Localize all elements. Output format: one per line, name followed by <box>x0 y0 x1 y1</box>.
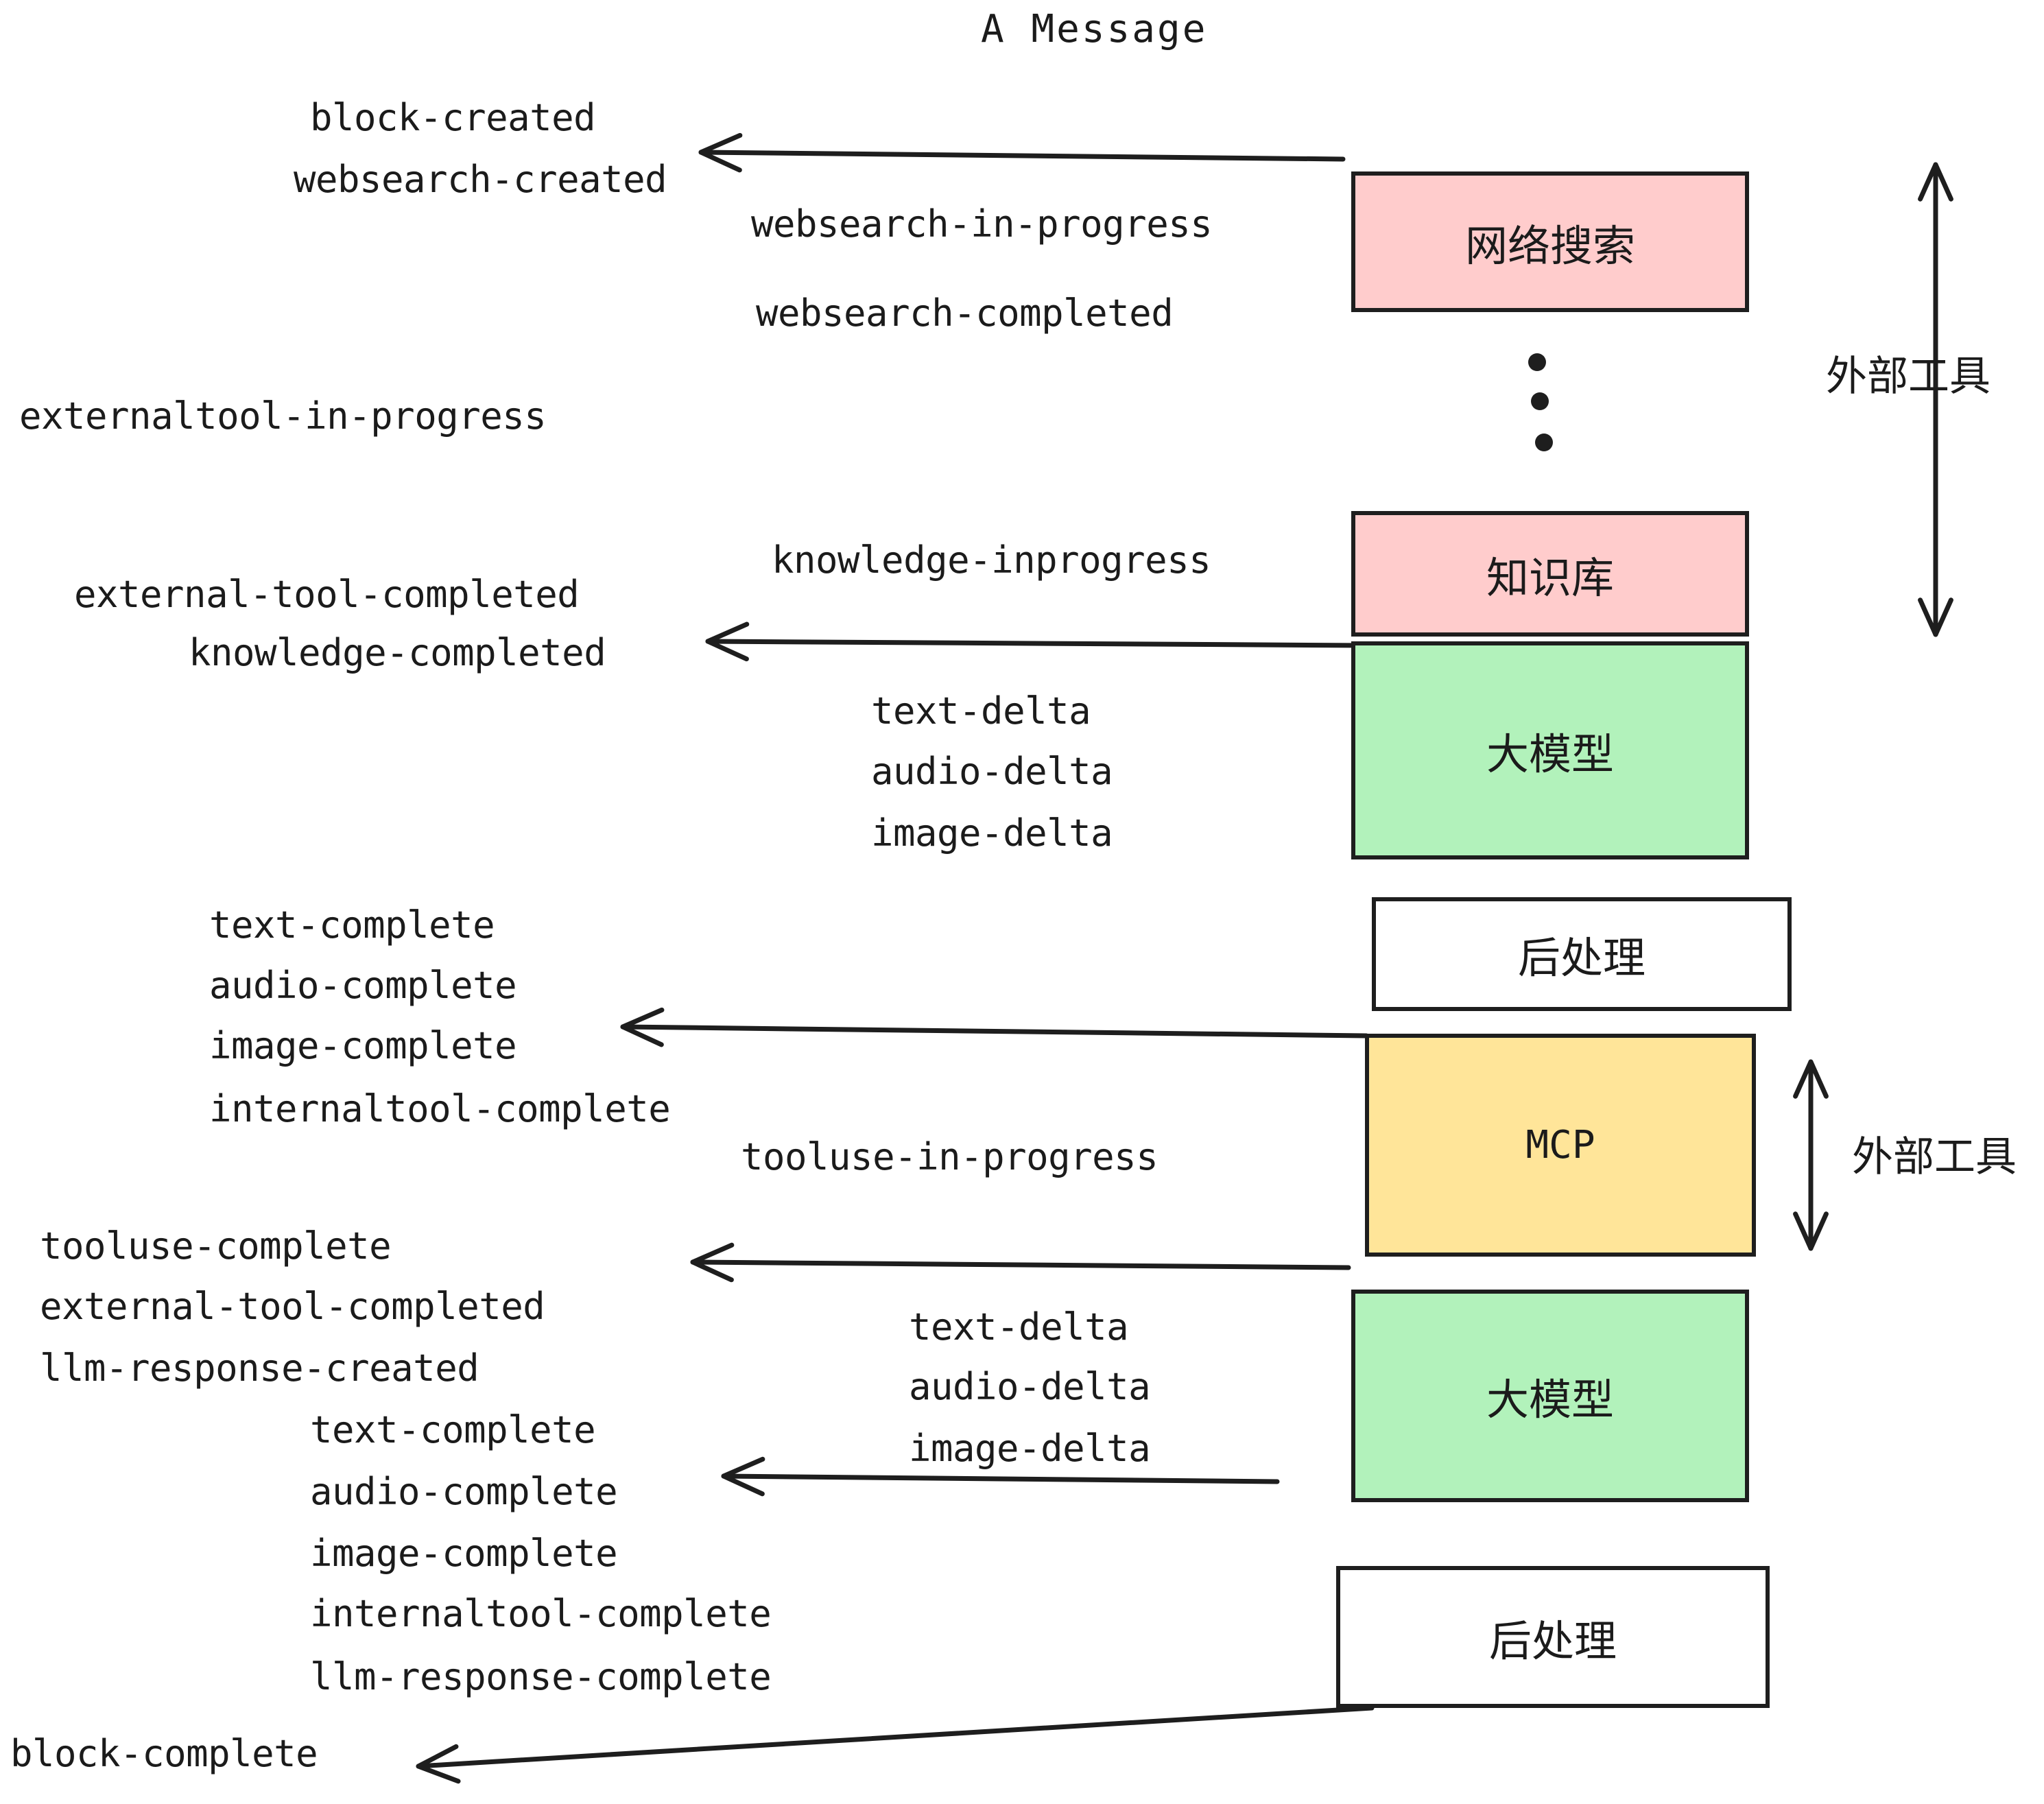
event-label: audio-complete <box>310 1470 618 1513</box>
arrow-knowledge-completed-head <box>705 621 750 662</box>
event-label: llm-response-created <box>40 1346 479 1390</box>
event-label: audio-delta <box>909 1365 1151 1408</box>
box-mcp: MCP <box>1365 1034 1756 1257</box>
arrow-audio-complete <box>721 1473 1280 1484</box>
ellipsis-dot-icon <box>1531 392 1549 410</box>
arrow-block-complete-head <box>416 1744 461 1784</box>
event-label: websearch-in-progress <box>751 202 1213 246</box>
event-label: image-delta <box>909 1427 1151 1470</box>
arrow-block-complete <box>416 1705 1375 1769</box>
side-label-external-tools-top: 外部工具 <box>1826 353 1990 401</box>
event-label: tooluse-in-progress <box>741 1135 1158 1178</box>
external-tools-arrow-top-head-down <box>1918 597 1953 637</box>
event-label: text-delta <box>909 1305 1129 1349</box>
event-label: text-complete <box>310 1408 596 1451</box>
arrow-tooluse-complete <box>690 1259 1351 1270</box>
ellipsis-dot-icon <box>1528 353 1546 371</box>
diagram-title: A Message <box>981 7 1208 51</box>
event-label: external-tool-completed <box>74 573 580 616</box>
box-knowledge: 知识库 <box>1351 511 1749 637</box>
arrow-block-created-head <box>698 132 743 173</box>
external-tools-arrow-bottom-head-down <box>1793 1211 1829 1251</box>
event-label: text-delta <box>871 689 1091 733</box>
event-label: internaltool-complete <box>209 1087 671 1130</box>
event-label: websearch-created <box>294 158 667 201</box>
side-label-external-tools-bottom: 外部工具 <box>1852 1133 2017 1181</box>
arrow-knowledge-completed <box>705 639 1369 648</box>
box-postprocess-1: 后处理 <box>1372 897 1792 1011</box>
box-llm-2: 大模型 <box>1351 1290 1749 1502</box>
event-label: block-created <box>310 96 596 139</box>
external-tools-arrow-top-head-up <box>1918 162 1953 202</box>
arrow-tooluse-complete-head <box>690 1242 735 1283</box>
box-websearch: 网络搜索 <box>1351 171 1749 312</box>
box-postprocess-2: 后处理 <box>1336 1566 1770 1708</box>
event-label: knowledge-inprogress <box>772 538 1211 582</box>
event-label: llm-response-complete <box>310 1655 772 1698</box>
event-label: tooluse-complete <box>40 1224 392 1268</box>
ellipsis-dot-icon <box>1535 434 1553 451</box>
event-label: internaltool-complete <box>310 1592 772 1635</box>
event-label: text-complete <box>209 903 495 947</box>
event-label: block-complete <box>10 1732 318 1775</box>
arrow-block-created <box>698 150 1346 162</box>
event-label: image-delta <box>871 811 1113 855</box>
event-label: knowledge-completed <box>189 631 606 674</box>
event-label: audio-delta <box>871 750 1113 793</box>
event-label: image-complete <box>310 1532 618 1575</box>
event-label: externaltool-in-progress <box>19 394 547 438</box>
arrow-audio-complete-head <box>721 1456 765 1497</box>
arrow-image-complete <box>620 1024 1369 1039</box>
event-label: external-tool-completed <box>40 1285 545 1328</box>
event-label: image-complete <box>209 1024 517 1067</box>
event-label: websearch-completed <box>756 292 1174 335</box>
arrow-image-complete-head <box>620 1007 665 1047</box>
box-llm-1: 大模型 <box>1351 641 1749 859</box>
event-label: audio-complete <box>209 964 517 1007</box>
external-tools-arrow-bottom-head-up <box>1793 1059 1829 1099</box>
